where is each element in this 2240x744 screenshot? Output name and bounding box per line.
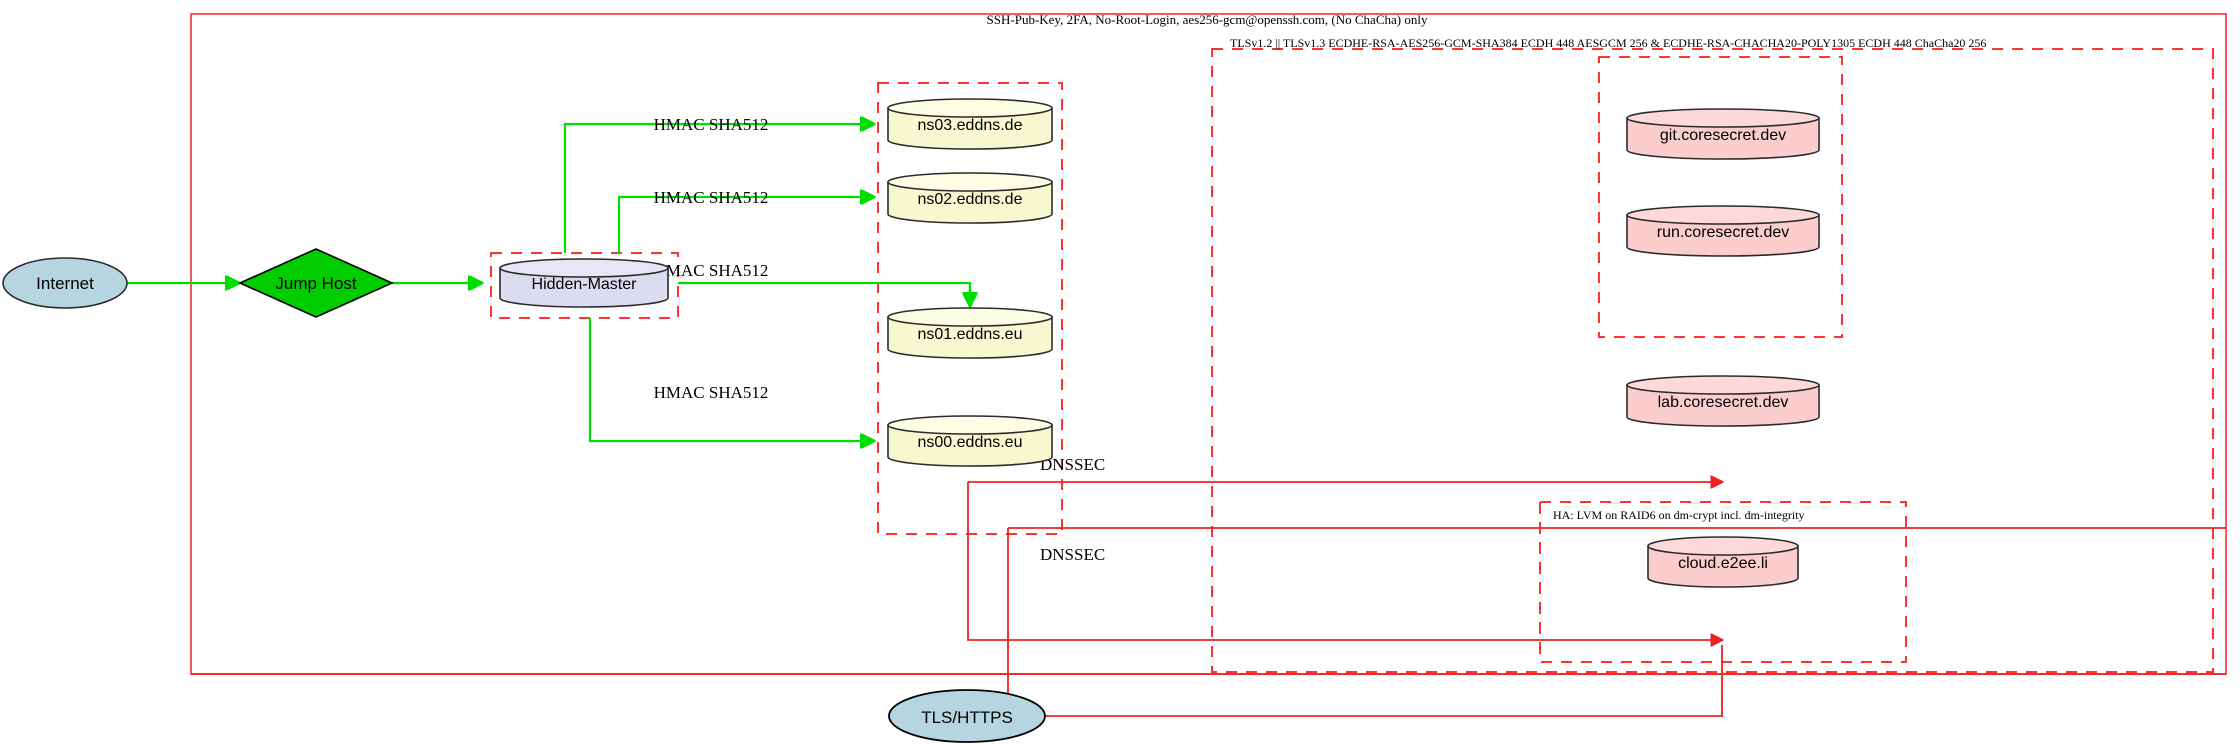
edge-hmac-ns03: HMAC SHA512 [563, 115, 874, 253]
node-ns01[interactable]: ns01.eddns.eu [887, 307, 1053, 359]
node-ns01-label: ns01.eddns.eu [918, 326, 1023, 343]
cluster-ha: HA: LVM on RAID6 on dm-crypt incl. dm-in… [1539, 501, 1907, 663]
node-cloud-e2ee-label: cloud.e2ee.li [1678, 555, 1768, 572]
edge-dnssec-upper: DNSSEC [967, 455, 1722, 640]
node-ns00[interactable]: ns00.eddns.eu [887, 415, 1053, 467]
node-hidden-master-label: Hidden-Master [532, 276, 638, 293]
node-git-coresecret-label: git.coresecret.dev [1660, 127, 1786, 144]
cluster-tls-outer: TLSv1.2 || TLSv1.3 ECDHE-RSA-AES256-GCM-… [1211, 36, 2214, 673]
edge-label-hmac-ns03: HMAC SHA512 [654, 115, 769, 134]
node-jump-host[interactable]: Jump Host [238, 248, 394, 318]
node-lab-coresecret[interactable]: lab.coresecret.dev [1626, 375, 1820, 427]
edge-label-hmac-ns00: HMAC SHA512 [654, 383, 769, 402]
edge-hmac-ns00: HMAC SHA512 [588, 318, 874, 441]
cluster-ssh-label: SSH-Pub-Key, 2FA, No-Root-Login, aes256-… [987, 12, 1428, 27]
node-tls-https[interactable]: TLS/HTTPS [888, 689, 1046, 743]
node-run-coresecret-label: run.coresecret.dev [1657, 224, 1790, 241]
edge-label-hmac-ns01: HMAC SHA512 [654, 261, 769, 280]
edge-hmac-ns02: HMAC SHA512 [617, 188, 874, 253]
cluster-ssh-outer: SSH-Pub-Key, 2FA, No-Root-Login, aes256-… [190, 12, 2227, 675]
edge-dnssec-lower: DNSSEC [1007, 527, 2226, 700]
cluster-coresecret [1598, 56, 1843, 338]
node-ns03-label: ns03.eddns.de [918, 117, 1023, 134]
edge-hmac-ns01: HMAC SHA512 [654, 261, 970, 306]
node-internet[interactable]: Internet [2, 257, 128, 309]
node-run-coresecret[interactable]: run.coresecret.dev [1626, 205, 1820, 257]
node-lab-coresecret-label: lab.coresecret.dev [1658, 394, 1789, 411]
node-ns03[interactable]: ns03.eddns.de [887, 98, 1053, 150]
edge-label-hmac-ns02: HMAC SHA512 [654, 188, 769, 207]
node-tls-https-label: TLS/HTTPS [921, 708, 1013, 727]
node-git-coresecret[interactable]: git.coresecret.dev [1626, 108, 1820, 160]
node-hidden-master[interactable]: Hidden-Master [499, 258, 669, 308]
node-cloud-e2ee[interactable]: cloud.e2ee.li [1647, 536, 1799, 588]
node-ns00-label: ns00.eddns.eu [918, 434, 1023, 451]
cluster-tls-label: TLSv1.2 || TLSv1.3 ECDHE-RSA-AES256-GCM-… [1230, 36, 1986, 50]
edge-label-dnssec-upper: DNSSEC [1040, 455, 1105, 474]
node-ns02-label: ns02.eddns.de [918, 191, 1023, 208]
cluster-dns-box [877, 82, 1063, 535]
edge-label-dnssec-lower: DNSSEC [1040, 545, 1105, 564]
node-ns02[interactable]: ns02.eddns.de [887, 172, 1053, 224]
node-jump-host-label: Jump Host [275, 274, 357, 293]
cluster-ha-label: HA: LVM on RAID6 on dm-crypt incl. dm-in… [1553, 508, 1805, 522]
edge-tlshttps-routes [191, 645, 2226, 717]
cluster-hidden-master-box [490, 252, 679, 319]
node-internet-label: Internet [36, 274, 94, 293]
